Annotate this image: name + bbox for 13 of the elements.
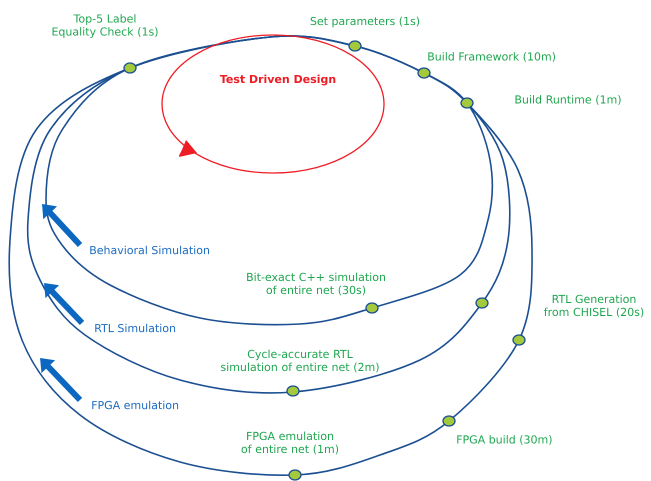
phase-label: Behavioral Simulation [90,246,210,254]
step-label: Bit-exact C++ simulation of entire net (30s) [247,272,385,296]
phase-label: RTL Simulation [95,324,176,332]
phase-label: FPGA emulation [92,400,178,410]
step-label: Set parameters (1s) [310,16,420,28]
step-label: Top-5 Label Equality Check (1s) [52,14,158,38]
step-label: Cycle-accurate RTL simulation of entire net (2m) [221,350,379,372]
step-label: FPGA build (30m) [457,435,552,445]
step-label: RTL Generation from CHISEL (20s) [544,294,644,318]
step-label: Build Runtime (1m) [516,95,621,105]
step-label: Build Framework (10m) [428,52,556,62]
step-label: FPGA emulation of entire net (1m) [242,432,338,454]
title-text: Test Driven Design [220,74,336,86]
